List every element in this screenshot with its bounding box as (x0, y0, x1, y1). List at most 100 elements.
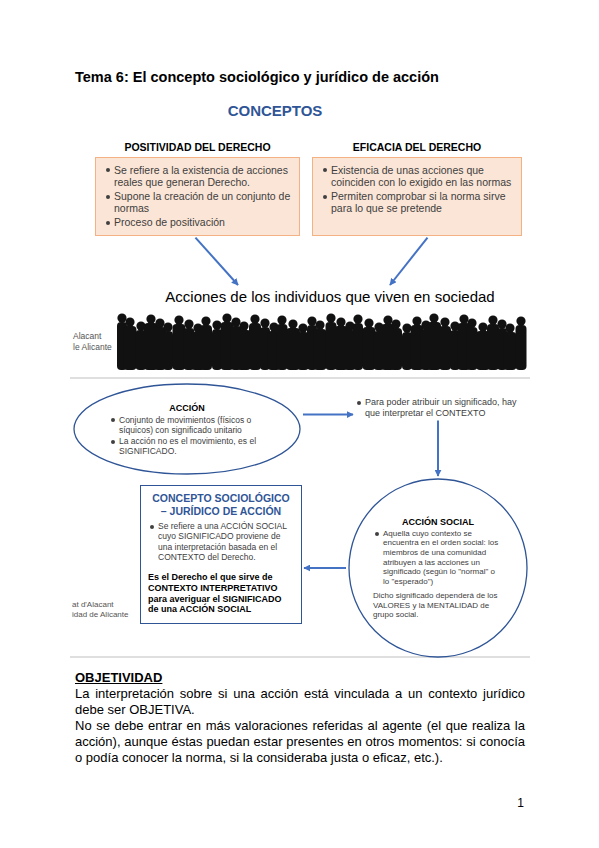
logo-text: le Alicante (73, 343, 123, 353)
person-head (184, 319, 193, 328)
person-head (201, 316, 210, 325)
person-head (315, 320, 324, 329)
node-text: Para poder atribuir un significado, hay … (355, 397, 520, 419)
person-head (353, 314, 362, 323)
page-title: Tema 6: El concepto sociológico y jurídi… (75, 69, 439, 86)
paragraph: La interpretación sobre si una acción es… (75, 686, 525, 718)
person-head (497, 319, 506, 328)
person-body (314, 329, 327, 370)
node-heading: CONCEPTO SOCIOLÓGICO – JURÍDICO DE ACCIÓ… (148, 492, 294, 517)
ellipse-shape (349, 479, 527, 657)
slide-border (70, 657, 530, 658)
legal-action-box: CONCEPTO SOCIOLÓGICO – JURÍDICO DE ACCIÓ… (140, 485, 302, 624)
person-head (117, 313, 126, 322)
slide-heading: CONCEPTOS (190, 103, 360, 119)
node-text: Se refiere a una ACCIÓN SOCIAL cuyo SIGN… (148, 521, 294, 562)
node-text: Dicho significado dependerá de los VALOR… (373, 591, 503, 620)
person-head (288, 319, 297, 328)
person-body (390, 328, 402, 370)
flow-arrow (437, 421, 439, 476)
slide-border (70, 378, 530, 379)
action-ellipse: ACCIÓNConjunto de movimientos (físicos o… (73, 383, 301, 475)
person-body (200, 325, 212, 370)
flow-arrow (304, 567, 346, 569)
society-heading: Acciones de los individuos que viven en … (130, 287, 530, 306)
box-fill: Se refiere a la existencia de acciones r… (95, 157, 300, 236)
person-head (239, 321, 248, 330)
section-heading: OBJETIVIDAD (75, 670, 225, 686)
node-text: Acciones de los individuos que viven en … (130, 288, 530, 306)
person-head (174, 315, 183, 324)
box-fill: Existencia de unas acciones que coincide… (312, 157, 522, 236)
person-head (298, 323, 307, 332)
person-body (427, 322, 441, 370)
node-text: Existencia de unas acciones que coincide… (321, 164, 513, 189)
person-head (364, 318, 373, 327)
ellipse-content: ACCIÓNConjunto de movimientos (físicos o… (73, 383, 301, 475)
flow-arrow (390, 238, 428, 285)
node-text: Supone la creación de un conjunto de nor… (104, 190, 291, 215)
page-number: 1 (500, 795, 524, 811)
person-head (478, 322, 487, 331)
person-head (260, 318, 269, 327)
person-body (249, 323, 261, 370)
node-text: Aquella cuyo contexto se encuentra en el… (373, 529, 503, 587)
person-head (459, 314, 468, 323)
concept-box: POSITIVIDAD DEL DERECHO Se refiere a la e… (95, 140, 300, 236)
context-note: Para poder atribuir un significado, hay … (355, 396, 520, 419)
person-head (307, 316, 316, 325)
node-text: Se refiere a la existencia de acciones r… (104, 164, 291, 189)
ellipse-shape (74, 384, 300, 474)
node-text: Permiten comprobar si la norma sirve par… (321, 190, 513, 215)
person-head (163, 322, 172, 331)
node-heading: EFICACIA DEL DERECHO (312, 141, 522, 154)
person-body (237, 330, 251, 370)
person-head (231, 317, 240, 326)
node-heading: POSITIVIDAD DEL DERECHO (95, 141, 300, 154)
person-head (326, 313, 335, 322)
person-head (212, 320, 221, 329)
person-head (402, 323, 411, 332)
person-body (353, 323, 363, 370)
node-heading: ACCIÓN (109, 403, 265, 414)
ellipse-content: ACCIÓN SOCIALAquella cuyo contexto se en… (348, 478, 528, 658)
person-head (467, 318, 476, 327)
node-text: Es el Derecho el que sirve de CONTEXTO I… (148, 572, 294, 615)
person-body (439, 326, 451, 370)
person-head (488, 315, 497, 324)
person-head (440, 317, 449, 326)
person-body (277, 324, 288, 370)
person-head (250, 314, 259, 323)
person-head (429, 313, 438, 322)
person-head (155, 318, 164, 327)
paragraph: No se debe entrar en más valoraciones re… (75, 718, 525, 766)
concept-box: EFICACIA DEL DERECHO Existencia de unas a… (312, 140, 522, 236)
person-head (383, 315, 392, 324)
flow-arrow (303, 414, 353, 416)
person-body (467, 327, 478, 370)
person-head (516, 316, 525, 325)
person-head (391, 319, 400, 328)
logo-text: at d'Alacant (72, 600, 138, 609)
flow-arrow (195, 238, 238, 285)
node-heading: ACCIÓN SOCIAL (373, 517, 503, 528)
node-text: Proceso de positivación (104, 216, 291, 229)
person-head (125, 317, 134, 326)
person-body (163, 331, 173, 370)
logo-text: Alacant (73, 332, 123, 342)
person-body (516, 325, 527, 370)
person-body (124, 326, 137, 370)
person-head (336, 317, 345, 326)
person-head (222, 313, 231, 322)
person-body (504, 332, 517, 370)
person-head (146, 314, 155, 323)
person-head (277, 315, 286, 324)
person-head (505, 323, 514, 332)
crowd-silhouette (117, 313, 527, 370)
social-action-circle: ACCIÓN SOCIALAquella cuyo contexto se en… (348, 478, 528, 658)
person-head (412, 316, 421, 325)
node-text: Conjunto de movimientos (físicos o síqui… (109, 415, 265, 435)
node-text: La acción no es el movimiento, es el SIG… (109, 436, 265, 456)
